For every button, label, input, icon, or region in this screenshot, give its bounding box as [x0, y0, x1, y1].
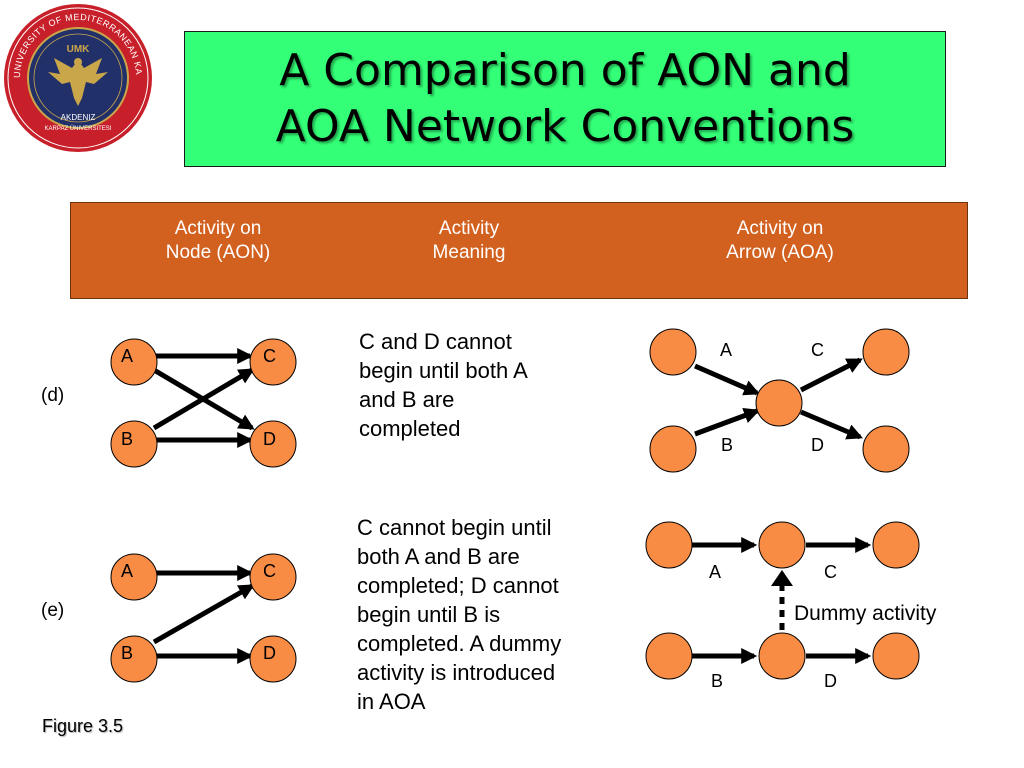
event-node [872, 632, 920, 680]
header-meaning-line-1: Activity [438, 218, 500, 239]
node-a [110, 553, 158, 601]
node-c [249, 553, 297, 601]
meaning-e-line: in AOA [357, 689, 426, 714]
aon-diagram-e: A B C D [110, 553, 297, 683]
node-a-label: A [121, 346, 133, 366]
node-d [249, 420, 297, 468]
arrow-activity-b [694, 407, 761, 437]
arrow-b-to-c [152, 583, 255, 645]
activity-c-label: C [811, 340, 824, 360]
node-c-label: C [263, 561, 276, 581]
activity-b-label: B [711, 671, 723, 691]
event-node [758, 521, 806, 569]
event-node [645, 521, 693, 569]
header-meaning: Activity Meaning [433, 217, 506, 265]
header-aon-line-2: Node (AON) [165, 242, 271, 263]
arrow-activity-d [800, 409, 863, 440]
activity-c-label: C [824, 562, 837, 582]
title-banner: A Comparison of AON and AOA Network Conv… [184, 31, 946, 167]
meaning-e-line: C cannot begin until [357, 515, 552, 540]
dummy-arrowhead [771, 570, 793, 586]
node-b [110, 635, 158, 683]
logo-monogram: UMK [67, 44, 91, 55]
meaning-text-d: C and D cannot begin until both A and B … [359, 327, 528, 443]
meaning-e-line: completed; D cannot [357, 573, 559, 598]
node-a [110, 338, 158, 386]
meaning-e-line: begin until B is [357, 602, 501, 627]
column-header-band: Activity on Node (AON) Activity Meaning … [70, 202, 968, 299]
meaning-e-line: both A and B are [357, 544, 520, 569]
activity-d-label: D [824, 671, 837, 691]
header-aoa-line-2: Arrow (AOA) [726, 242, 834, 263]
node-d-label: D [263, 429, 276, 449]
figure-caption: Figure 3.5 [42, 716, 124, 736]
row-label-d: (d) [41, 385, 65, 406]
node-d-label: D [263, 643, 276, 663]
header-aon-line-1: Activity on [174, 218, 262, 239]
header-aoa: Activity on Arrow (AOA) [726, 217, 834, 265]
node-d [249, 635, 297, 683]
logo-bottom-text-2: KARPAZ ÜNIVERSITESI [45, 125, 112, 132]
event-node [649, 425, 697, 473]
title-line-1: A Comparison of AON and [279, 45, 851, 96]
header-aoa-line-1: Activity on [736, 218, 824, 239]
header-aon: Activity on Node (AON) [166, 217, 271, 265]
activity-a-label: A [720, 340, 732, 360]
event-node [649, 328, 697, 376]
node-c-label: C [263, 346, 276, 366]
logo-bottom-text-1: AKDENIZ [61, 113, 96, 122]
event-node [755, 379, 803, 427]
node-b-label: B [121, 643, 133, 663]
aoa-diagram-d: A B C D [649, 328, 910, 473]
meaning-e-line: completed. A dummy [357, 631, 562, 656]
event-node [862, 328, 910, 376]
meaning-text-e: C cannot begin until both A and B are co… [357, 513, 561, 716]
meaning-d-line: and B are [359, 387, 455, 412]
aon-diagram-d: A B C D [110, 338, 297, 468]
node-c [249, 338, 297, 386]
activity-b-label: B [721, 435, 733, 455]
meaning-d-line: begin until both A [359, 358, 528, 383]
header-meaning-line-2: Meaning [432, 242, 506, 263]
dummy-activity-label: Dummy activity [794, 602, 937, 625]
event-node [758, 632, 806, 680]
arrow-activity-c [799, 357, 863, 393]
title-line-2: AOA Network Conventions [275, 101, 855, 152]
event-node [862, 425, 910, 473]
row-label-e: (e) [41, 600, 65, 621]
node-b-label: B [121, 429, 133, 449]
activity-a-label: A [709, 562, 721, 582]
meaning-d-line: completed [359, 416, 461, 441]
meaning-d-line: C and D cannot [359, 329, 512, 354]
arrow-b-to-c [152, 367, 255, 431]
aoa-diagram-e: A C B D Dummy activity [645, 521, 937, 691]
node-b [110, 420, 158, 468]
node-a-label: A [121, 561, 133, 581]
event-node [645, 632, 693, 680]
event-node [872, 521, 920, 569]
arrow-activity-a [694, 363, 760, 396]
university-seal-logo: UNIVERSITY OF MEDITERRANEAN KARPASIA UMK… [2, 2, 152, 152]
meaning-e-line: activity is introduced [357, 660, 556, 685]
activity-d-label: D [811, 435, 824, 455]
